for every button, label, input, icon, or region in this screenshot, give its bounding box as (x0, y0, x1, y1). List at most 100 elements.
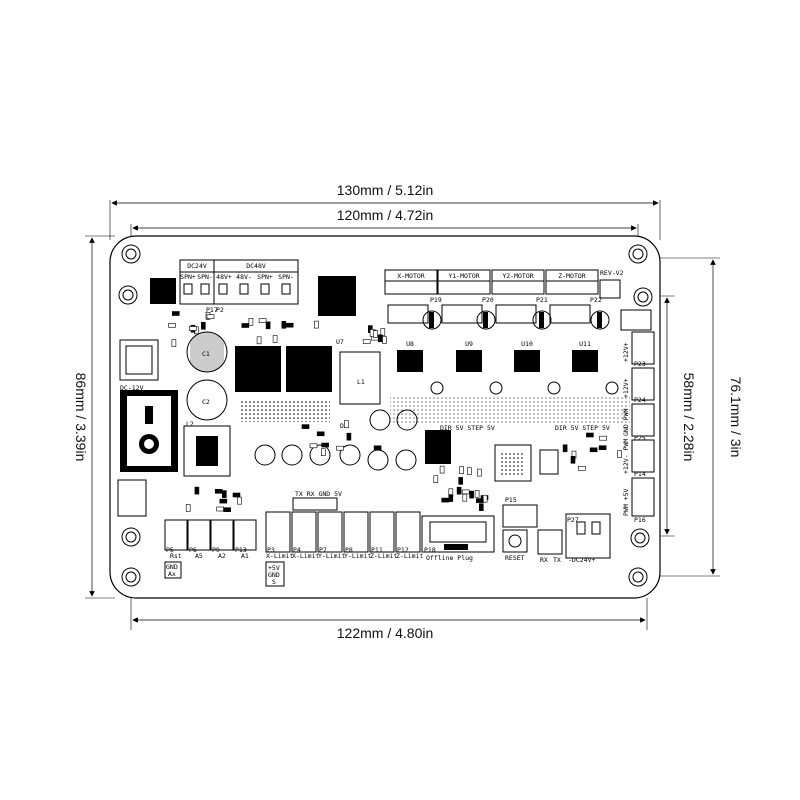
p23-label: P23 (634, 360, 646, 368)
smd-component (459, 466, 464, 474)
smd-component (194, 486, 200, 495)
smd-component (456, 486, 462, 495)
smd-component (458, 477, 464, 485)
p5-label: P5 (166, 546, 174, 554)
p21-label: P21 (536, 296, 548, 304)
smd-component (475, 498, 484, 503)
y-limit-2-label: Y-Limit (344, 552, 371, 560)
p27-label: P27 (567, 516, 579, 524)
smd-component (570, 455, 576, 464)
smd-component (206, 314, 215, 320)
dc12v-label: DC-12V (120, 384, 144, 392)
smd-component (469, 490, 474, 499)
smd-component (586, 432, 594, 438)
p2-label: P2 (216, 306, 224, 314)
smd-component (344, 420, 349, 429)
a1-label: A1 (241, 552, 249, 560)
smd-component (314, 320, 319, 329)
mounting-hole (633, 287, 653, 307)
hole-height-text: 76.1mm / 3in (728, 377, 744, 458)
12v-pwm-label: +12V- PWM (622, 439, 630, 474)
p6-label: P6 (189, 546, 197, 554)
smd-component (362, 339, 371, 344)
s-label: S (272, 578, 276, 586)
5v-label: +5V (268, 564, 280, 572)
capacitor-row: D1 (254, 409, 559, 482)
small-components (168, 311, 622, 513)
right-connectors: +12V+ +12V+ GND PWM +12V- PWM PWM +5V P2… (620, 309, 655, 524)
mounting-hole (121, 567, 141, 587)
smd-component (285, 322, 294, 328)
smd-component (222, 490, 227, 498)
u7-label: U7 (336, 338, 344, 346)
smd-component (265, 321, 271, 330)
smd-component (272, 335, 278, 343)
p19-label: P19 (430, 296, 442, 304)
gnd-label: GND (166, 563, 178, 571)
p7-label: P7 (319, 546, 327, 554)
p20-label: P20 (482, 296, 494, 304)
z-limit-label: Z-Limit (370, 552, 397, 560)
smd-component (172, 311, 180, 316)
u8-label: U8 (406, 340, 414, 348)
c1-label: C1 (202, 350, 210, 358)
dir-step-label-2: DIR 5V STEP 5V (555, 424, 610, 432)
tx-label: TX (553, 556, 561, 564)
x-limit-2-label: X-Limit (292, 552, 319, 560)
p8-label: P8 (345, 546, 353, 554)
spn-minus-2-label: SPN- (278, 273, 294, 281)
mounting-hole (628, 244, 648, 264)
smd-component (237, 496, 242, 505)
u11-label: U11 (579, 340, 591, 348)
smd-component (373, 330, 378, 338)
a5-label: A5 (195, 552, 203, 560)
smd-component (577, 465, 586, 471)
outer-height-text: 86mm / 3.39in (73, 373, 89, 462)
smd-component (185, 504, 191, 512)
smd-component (320, 448, 326, 457)
smd-component (248, 317, 254, 326)
smd-component (474, 489, 480, 498)
d1-label: D1 (340, 422, 348, 430)
right-height-text: 58mm / 2.28in (681, 373, 697, 462)
smd-component (441, 497, 450, 503)
48v-plus-label: 48V+ (216, 273, 232, 281)
smd-component (482, 494, 488, 503)
spn-minus-label: SPN- (197, 273, 213, 281)
smd-component (258, 318, 267, 323)
y1-motor-label: Y1-MOTOR (448, 272, 479, 280)
rst-label: Rst (170, 552, 182, 560)
spn-plus-2-label: SPN+ (257, 273, 273, 281)
p22-label: P22 (590, 296, 602, 304)
smd-component (599, 435, 607, 441)
smd-component (216, 506, 224, 512)
smd-component (382, 336, 387, 344)
smd-component (219, 498, 228, 504)
smd-component (380, 328, 386, 336)
smd-component (336, 445, 344, 451)
smd-component (316, 431, 325, 437)
c2-label: C2 (202, 398, 210, 406)
p17-label: P17 (206, 306, 218, 314)
u9-label: U9 (465, 340, 473, 348)
smd-component (168, 322, 176, 328)
12v-label-1: +12V+ (622, 342, 630, 362)
power-connectors-top: DC24V SPN+ SPN- P17 DC48V 48V+ 48V- SPN+… (150, 259, 356, 316)
smd-component (477, 468, 482, 477)
p9-label: P9 (212, 546, 220, 554)
p13-label: P13 (235, 546, 247, 554)
p12-label: P12 (397, 546, 409, 554)
y2-motor-label: Y2-MOTOR (502, 272, 533, 280)
smd-component (301, 424, 310, 429)
p14-label: P14 (634, 470, 646, 478)
mounting-hole (121, 527, 141, 547)
smd-component (223, 507, 231, 513)
mounting-hole (628, 567, 648, 587)
smd-component (241, 323, 250, 328)
ax-label: Ax (168, 570, 176, 578)
p16-label: P16 (634, 516, 646, 524)
hole-width-text: 120mm / 4.72in (337, 207, 434, 223)
bottom-connectors: Rst A5 A2 A1 P5 P6 P9 P13 GND Ax X-Limit… (117, 479, 611, 587)
left-power-section: DC-12V C1 C2 L2 L1 U7 (119, 331, 381, 477)
